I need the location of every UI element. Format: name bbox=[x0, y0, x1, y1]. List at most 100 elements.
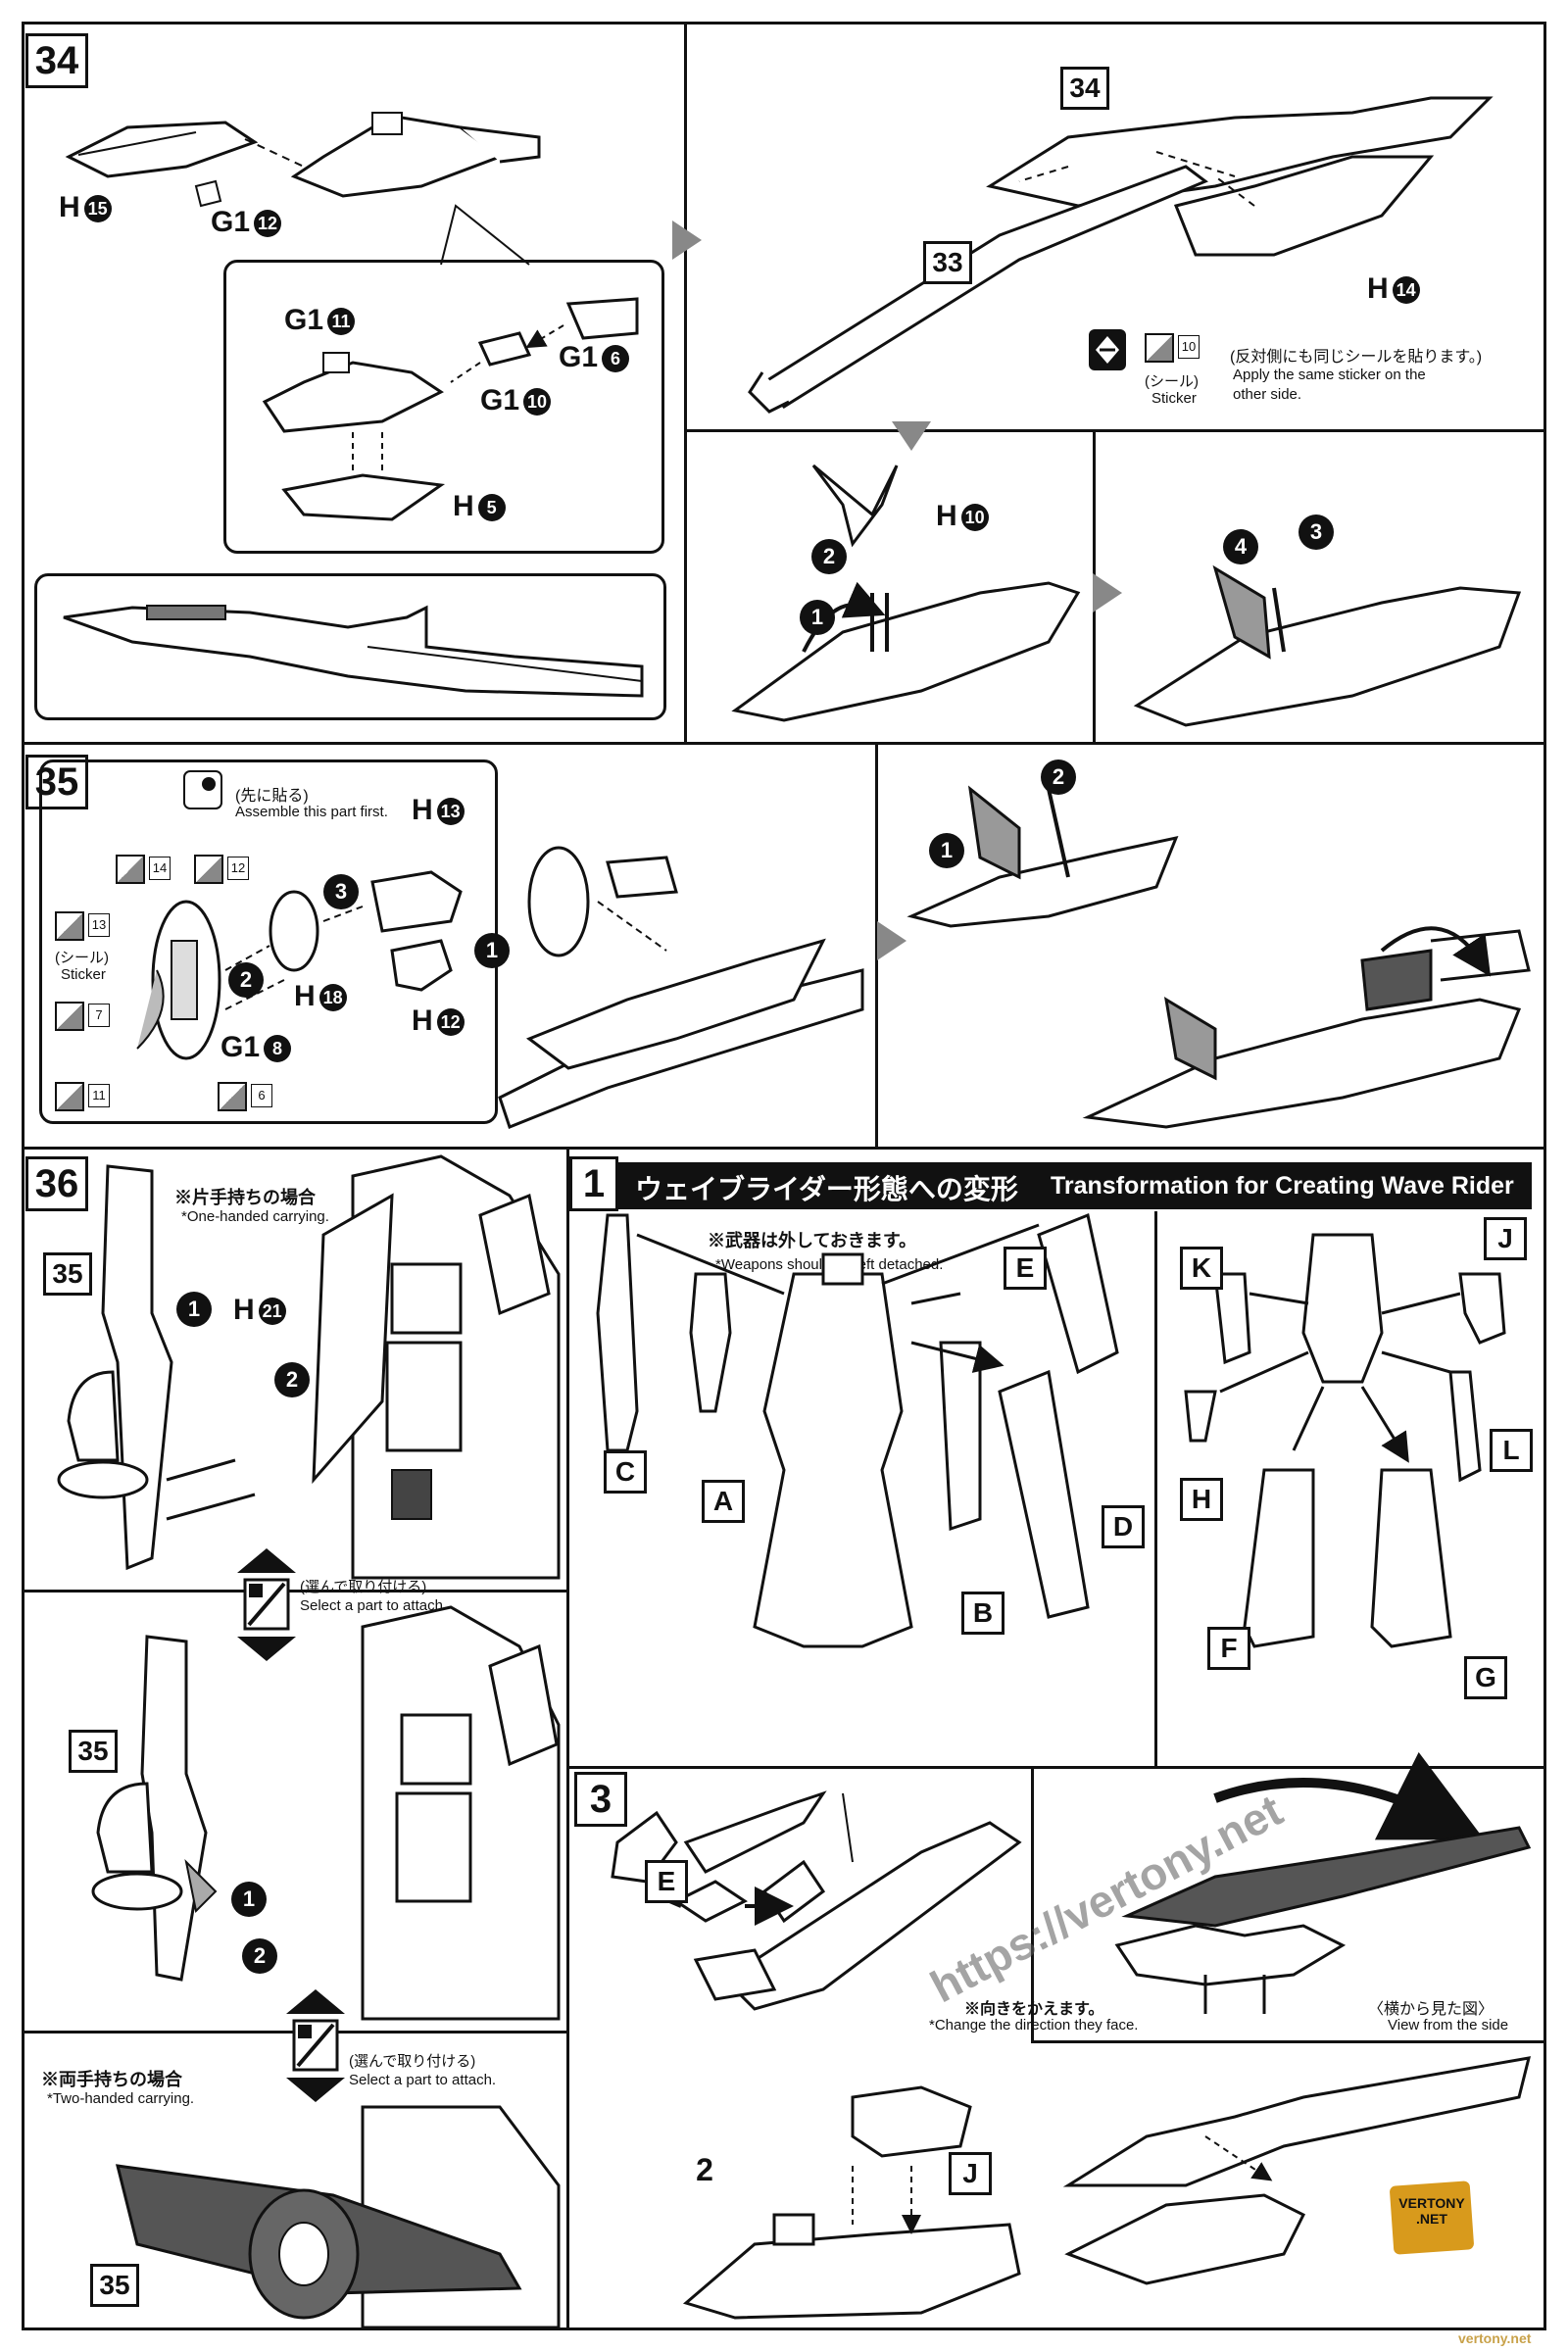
step-3-side-view-drawing bbox=[1114, 1751, 1532, 2014]
ref-step-34: 34 bbox=[1060, 67, 1109, 110]
sticker-12-swatch bbox=[194, 855, 223, 884]
side-view-en: View from the side bbox=[1388, 2017, 1509, 2034]
first-note-jp: (先に貼る) bbox=[235, 788, 309, 805]
flow-arrow-34a bbox=[672, 220, 702, 260]
step-34-completed-box bbox=[34, 573, 666, 720]
divider-35-36 bbox=[22, 1147, 1546, 1150]
watermark-footer: vertony.net bbox=[1458, 2330, 1532, 2346]
divider-transform-h bbox=[566, 1766, 1546, 1769]
select-jp-a: (選んで取り付ける) bbox=[300, 1579, 427, 1595]
transform-label-a: A bbox=[702, 1480, 745, 1523]
transform-title-jp: ウェイブライダー形態への変形 bbox=[635, 1174, 1018, 1204]
sticker-35-label-en: Sticker bbox=[61, 966, 106, 983]
transform-label-k: K bbox=[1180, 1247, 1223, 1290]
inset-callout-lines bbox=[440, 204, 530, 266]
transform-label-b: B bbox=[961, 1592, 1004, 1635]
step-34-main-drawing bbox=[65, 112, 541, 208]
ref-step-33: 33 bbox=[923, 241, 972, 284]
sticker-6-number: 6 bbox=[251, 1084, 272, 1107]
transform-label-f: F bbox=[1207, 1627, 1250, 1670]
ref-step-35-a: 35 bbox=[43, 1252, 92, 1296]
step-3-number: 3 bbox=[574, 1772, 627, 1827]
fin-fold-drawing-left bbox=[731, 464, 1081, 722]
step-36-robot-drawing-b bbox=[361, 1605, 561, 2021]
one-hand-jp: ※片手持ちの場合 bbox=[174, 1188, 316, 1207]
sticker-11-number: 11 bbox=[88, 1084, 110, 1107]
seq-badge-36-2: 2 bbox=[274, 1362, 310, 1397]
step-35-gun-drawing bbox=[498, 846, 864, 1129]
step-36-weapon-drawing-b bbox=[91, 1635, 218, 1982]
step-35-fold-drawing-bottom bbox=[1082, 926, 1531, 1129]
sticker-14-swatch bbox=[116, 855, 145, 884]
sticker-7-swatch bbox=[55, 1002, 84, 1031]
sticker-note-jp: (反対側にも同じシールを貼ります。) bbox=[1230, 349, 1483, 366]
inset-subassembly-drawing bbox=[262, 297, 639, 521]
seq-badge-35-2: 2 bbox=[228, 962, 264, 998]
transform-label-j: J bbox=[1484, 1217, 1527, 1260]
step-36-number: 36 bbox=[25, 1156, 88, 1211]
sticker-7-number: 7 bbox=[88, 1004, 110, 1027]
divider-34-35 bbox=[22, 742, 1546, 745]
step-36-robot-drawing-a bbox=[312, 1154, 561, 1580]
divider-34-vertical bbox=[684, 22, 687, 742]
sticker-note-en2: other side. bbox=[1233, 386, 1302, 403]
step-34-inset-box bbox=[223, 260, 664, 554]
seq-badge-35b-1: 1 bbox=[929, 833, 964, 868]
seq-badge-36-1: 1 bbox=[176, 1292, 212, 1327]
step-3-assembly-drawing bbox=[682, 2056, 1532, 2320]
transform-title-en: Transformation for Creating Wave Rider bbox=[1051, 1172, 1514, 1200]
transform-label-h: H bbox=[1180, 1478, 1223, 1521]
seq-badge-3: 3 bbox=[1298, 514, 1334, 550]
first-sticker-icon bbox=[183, 770, 222, 809]
step-3-sub-2: 2 bbox=[686, 2150, 723, 2189]
watermark-logo-text: VERTONY .NET bbox=[1398, 2195, 1465, 2227]
divider-transform-v bbox=[1154, 1211, 1157, 1766]
divider-35-vertical bbox=[875, 742, 878, 1147]
transform-banner bbox=[569, 1162, 1532, 1209]
seq-badge-2: 2 bbox=[811, 539, 847, 574]
turn-note-en: *Change the direction they face. bbox=[929, 2017, 1139, 2034]
sticker-13-number: 13 bbox=[88, 913, 110, 937]
one-hand-en: *One-handed carrying. bbox=[181, 1208, 329, 1225]
transform-label-d: D bbox=[1102, 1505, 1145, 1548]
seq-badge-35-1: 1 bbox=[474, 933, 510, 968]
sticker-14-number: 14 bbox=[149, 857, 171, 880]
sticker-note-en1: Apply the same sticker on the bbox=[1233, 367, 1426, 383]
ref-step-35-c: 35 bbox=[90, 2264, 139, 2307]
flow-arrow-down-34 bbox=[892, 421, 931, 451]
ref-step-35-b: 35 bbox=[69, 1730, 118, 1773]
seq-badge-36b-2: 2 bbox=[242, 1938, 277, 1974]
divider-36-vertical bbox=[566, 1147, 569, 2330]
transform-step-number: 1 bbox=[569, 1156, 618, 1211]
seq-badge-1: 1 bbox=[800, 600, 835, 635]
sticker-6-swatch bbox=[218, 1082, 247, 1111]
transform-note-jp: ※武器は外しておきます。 bbox=[708, 1231, 917, 1250]
transform-left-robot-drawing bbox=[596, 1212, 1119, 1648]
divider-3-h bbox=[1031, 2040, 1546, 2043]
sticker-symbol-icon bbox=[1089, 329, 1126, 370]
sticker-11-swatch bbox=[55, 1082, 84, 1111]
sticker-12-number: 12 bbox=[227, 857, 249, 880]
sticker-10-number: 10 bbox=[1178, 335, 1200, 359]
transform-label-e: E bbox=[1004, 1247, 1047, 1290]
step-34-gun-drawing bbox=[748, 96, 1494, 414]
step-34-completed-drawing bbox=[63, 605, 644, 698]
divider-3-v bbox=[1031, 1766, 1034, 2040]
transform-label-c: C bbox=[604, 1450, 647, 1494]
step-36-weapon-drawing-a bbox=[57, 1164, 256, 1571]
step3-label-e: E bbox=[645, 1860, 688, 1903]
step3-label-j: J bbox=[949, 2152, 992, 2195]
step-34-number: 34 bbox=[25, 33, 88, 88]
select-toggle-icon-b bbox=[286, 1989, 345, 2102]
sticker-label-en: Sticker bbox=[1152, 390, 1197, 407]
